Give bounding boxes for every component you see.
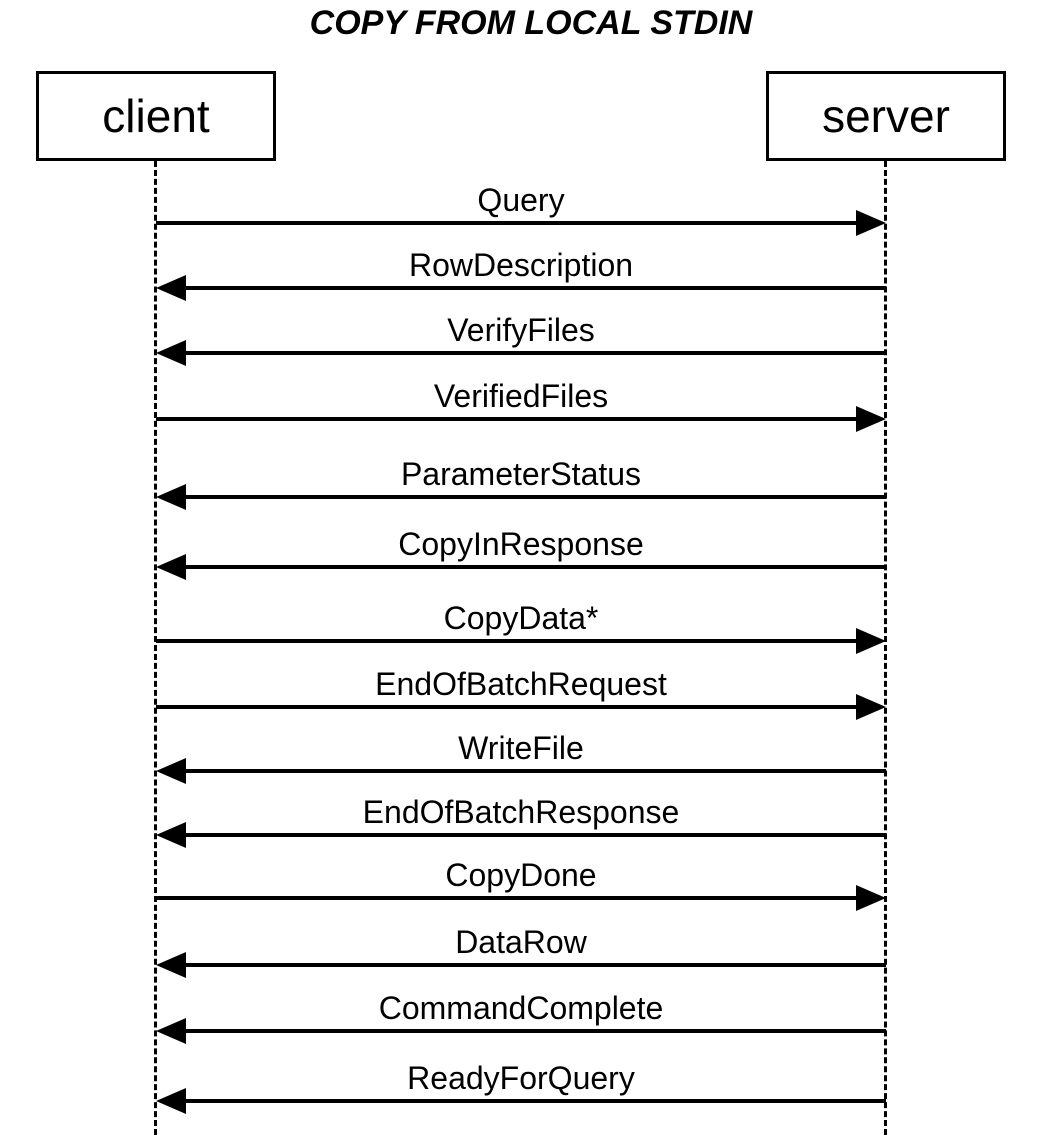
server-lifeline	[884, 161, 887, 1135]
message-2: RowDescription	[156, 247, 886, 301]
message-4: VerifiedFiles	[156, 378, 886, 432]
server-actor-label: server	[822, 90, 950, 142]
message-label: EndOfBatchRequest	[375, 666, 667, 702]
arrowhead-right-icon	[856, 628, 886, 654]
arrowhead-left-icon	[156, 275, 186, 301]
message-label: CopyDone	[445, 857, 596, 893]
arrowhead-left-icon	[156, 554, 186, 580]
message-label: ReadyForQuery	[407, 1060, 635, 1096]
message-14: ReadyForQuery	[156, 1060, 886, 1114]
arrowhead-left-icon	[156, 822, 186, 848]
arrowhead-right-icon	[856, 210, 886, 236]
arrowhead-left-icon	[156, 340, 186, 366]
client-lifeline	[154, 161, 157, 1135]
message-9: WriteFile	[156, 730, 886, 784]
message-label: CommandComplete	[379, 990, 664, 1026]
message-label: VerifiedFiles	[434, 378, 608, 414]
client-actor-label: client	[102, 90, 210, 142]
message-label: EndOfBatchResponse	[363, 794, 680, 830]
message-label: ParameterStatus	[401, 456, 641, 492]
message-7: CopyData*	[156, 600, 886, 654]
message-label: CopyInResponse	[398, 526, 643, 562]
arrowhead-right-icon	[856, 885, 886, 911]
arrowhead-left-icon	[156, 952, 186, 978]
server-actor-box: server	[766, 71, 1006, 161]
message-1: Query	[156, 182, 886, 236]
arrowhead-left-icon	[156, 1018, 186, 1044]
arrowhead-left-icon	[156, 484, 186, 510]
message-5: ParameterStatus	[156, 456, 886, 510]
arrowhead-right-icon	[856, 406, 886, 432]
message-label: DataRow	[455, 924, 588, 960]
message-13: CommandComplete	[156, 990, 886, 1044]
client-actor-box: client	[36, 71, 276, 161]
arrowhead-right-icon	[856, 694, 886, 720]
message-8: EndOfBatchRequest	[156, 666, 886, 720]
message-label: RowDescription	[409, 247, 633, 283]
message-label: CopyData*	[444, 600, 599, 636]
arrowhead-left-icon	[156, 1088, 186, 1114]
message-6: CopyInResponse	[156, 526, 886, 580]
message-12: DataRow	[156, 924, 886, 978]
message-10: EndOfBatchResponse	[156, 794, 886, 848]
message-label: WriteFile	[458, 730, 584, 766]
diagram-title: COPY FROM LOCAL STDIN	[309, 4, 753, 42]
message-3: VerifyFiles	[156, 312, 886, 366]
message-label: Query	[477, 182, 564, 218]
message-11: CopyDone	[156, 857, 886, 911]
message-label: VerifyFiles	[447, 312, 595, 348]
arrowhead-left-icon	[156, 758, 186, 784]
